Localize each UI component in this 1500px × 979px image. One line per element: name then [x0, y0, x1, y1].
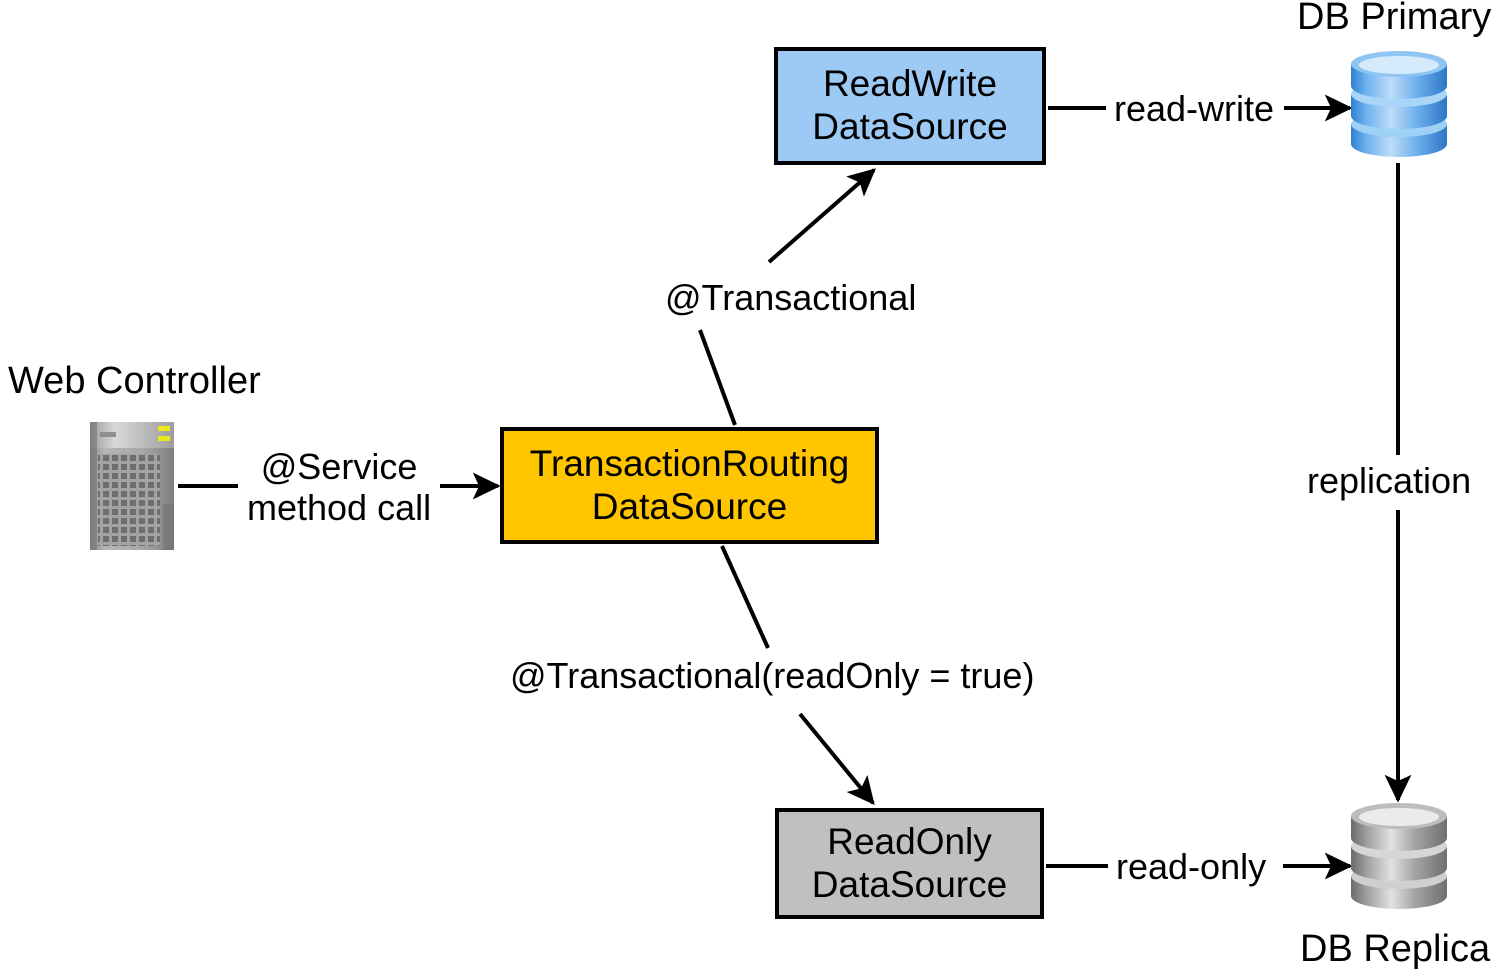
- service-method-call-label-line1: @Service: [260, 446, 418, 487]
- replication-label: replication: [1303, 460, 1476, 502]
- edge-transactional: [698, 168, 876, 426]
- db-replica-icon: [1345, 802, 1453, 918]
- transactional-label: @Transactional: [661, 277, 921, 319]
- service-method-call-label: @Service method call: [243, 446, 436, 529]
- transactional-readonly-label: @Transactional(readOnly = true): [506, 655, 1039, 697]
- read-only-label: read-only: [1112, 846, 1271, 888]
- db-primary-caption: DB Primary: [1297, 0, 1492, 38]
- server-tower-icon: [84, 418, 180, 554]
- readwrite-datasource-label-line1: ReadWrite: [822, 63, 998, 105]
- readwrite-datasource-node[interactable]: ReadWrite DataSource: [774, 47, 1046, 165]
- web-controller-caption: Web Controller: [8, 360, 261, 402]
- readonly-datasource-label-line1: ReadOnly: [827, 820, 992, 862]
- readonly-datasource-label-line2: DataSource: [811, 863, 1008, 905]
- db-replica-caption: DB Replica: [1300, 928, 1491, 970]
- transaction-routing-datasource-label-line2: DataSource: [591, 485, 788, 527]
- db-primary-icon: [1345, 50, 1453, 166]
- edge-transactional-readonly: [720, 545, 875, 806]
- service-method-call-label-line2: method call: [247, 487, 432, 529]
- read-write-label: read-write: [1110, 88, 1279, 130]
- readonly-datasource-node[interactable]: ReadOnly DataSource: [775, 808, 1044, 919]
- transaction-routing-datasource-label-line1: TransactionRouting: [529, 442, 850, 484]
- readwrite-datasource-label-line2: DataSource: [812, 106, 1008, 147]
- transaction-routing-datasource-node[interactable]: TransactionRouting DataSource: [500, 427, 879, 544]
